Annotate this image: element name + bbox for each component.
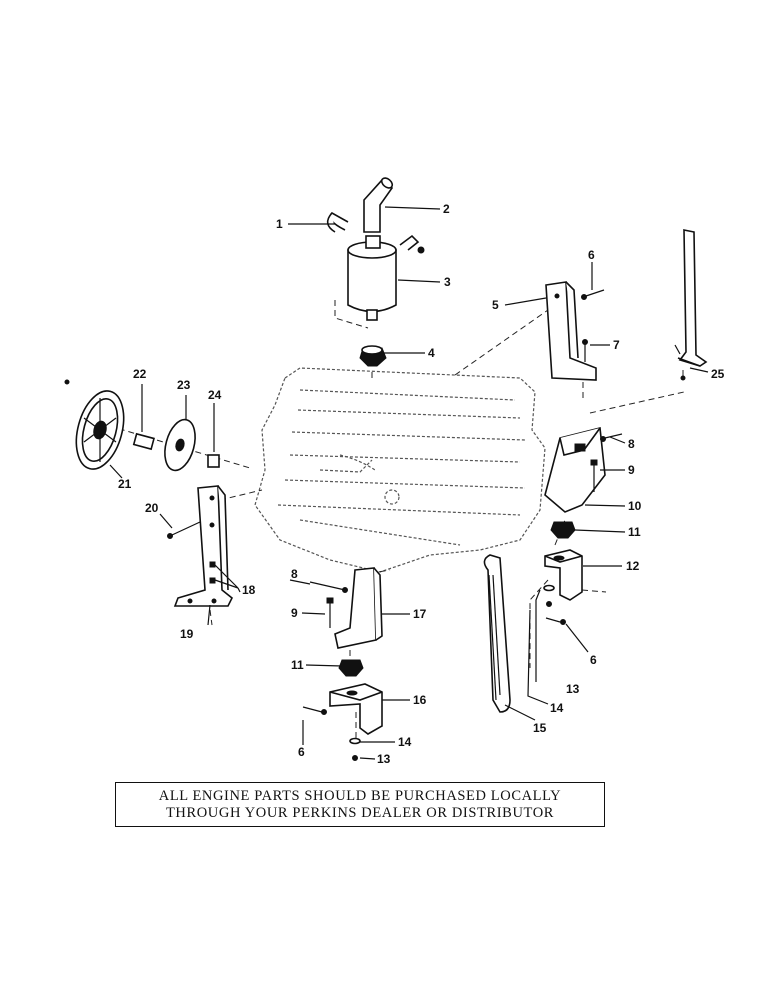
callout-16: 16 [413,693,427,707]
bolt-9-center [326,597,334,628]
callout-15: 15 [533,721,547,735]
leader-lines [109,206,709,760]
callout-13-right: 13 [566,682,580,696]
callout-10: 10 [628,499,642,513]
callout-6-lower: 6 [298,745,305,759]
rubber-mount-upper [550,521,576,539]
bolt-20 [167,521,201,539]
callout-24: 24 [208,388,222,402]
spacer [132,432,155,451]
support-block-right [544,549,583,601]
callout-13-lower: 13 [377,752,391,766]
bolt-9-upper [590,459,598,492]
callout-8-right: 8 [628,437,635,451]
callout-19: 19 [180,627,194,641]
callout-3: 3 [444,275,451,289]
callout-18: 18 [242,583,256,597]
callout-6-right: 6 [590,653,597,667]
callout-8-center: 8 [291,567,298,581]
support-block-lower [329,683,383,735]
right-hardware [543,584,566,625]
callout-4: 4 [428,346,435,360]
callout-22: 22 [133,367,147,381]
callout-17: 17 [413,607,427,621]
callout-6-top: 6 [588,248,595,262]
notice-line-1: ALL ENGINE PARTS SHOULD BE PURCHASED LOC… [158,787,562,804]
drive-belt [483,554,511,713]
muffler [347,234,425,321]
screw-8-center [309,581,348,593]
exhaust-elbow [363,177,394,233]
callout-20: 20 [145,501,159,515]
left-mount-bracket [173,485,234,607]
u-bolt-clamp [326,212,349,233]
assembly-lines [89,300,685,742]
notice-line-2: THROUGH YOUR PERKINS DEALER OR DISTRIBUT… [165,804,555,821]
callout-12: 12 [626,559,640,573]
callout-11-right: 11 [628,525,641,539]
strap-bracket [674,229,708,381]
rear-lift-bracket [545,281,597,381]
purchase-notice-box: ALL ENGINE PARTS SHOULD BE PURCHASED LOC… [115,782,605,827]
callout-14-right: 14 [550,701,564,715]
nut-24 [207,454,220,468]
screw-7 [582,339,588,362]
callout-9-center: 9 [291,606,298,620]
callout-7: 7 [613,338,620,352]
plate-disc [164,418,196,472]
callout-9-right: 9 [628,463,635,477]
screw-top [581,289,605,300]
front-mount-bracket [544,427,606,513]
callout-1: 1 [276,217,283,231]
callout-25: 25 [711,367,725,381]
callout-5: 5 [492,298,499,312]
pulley [64,379,125,470]
callout-11-lower: 11 [291,658,304,672]
callout-14-lower: 14 [398,735,412,749]
screw-8-upper [600,433,623,442]
center-mount-bracket [334,567,383,649]
exhaust-adapter [359,345,387,367]
callout-labels: 1 2 3 4 5 6 7 8 9 10 11 12 13 14 15 16 1… [118,202,725,766]
engine-block [254,367,546,573]
rubber-mount-lower [338,659,364,677]
lower-hardware [302,706,361,761]
callout-23: 23 [177,378,191,392]
callout-2: 2 [443,202,450,216]
callout-21: 21 [118,477,132,491]
